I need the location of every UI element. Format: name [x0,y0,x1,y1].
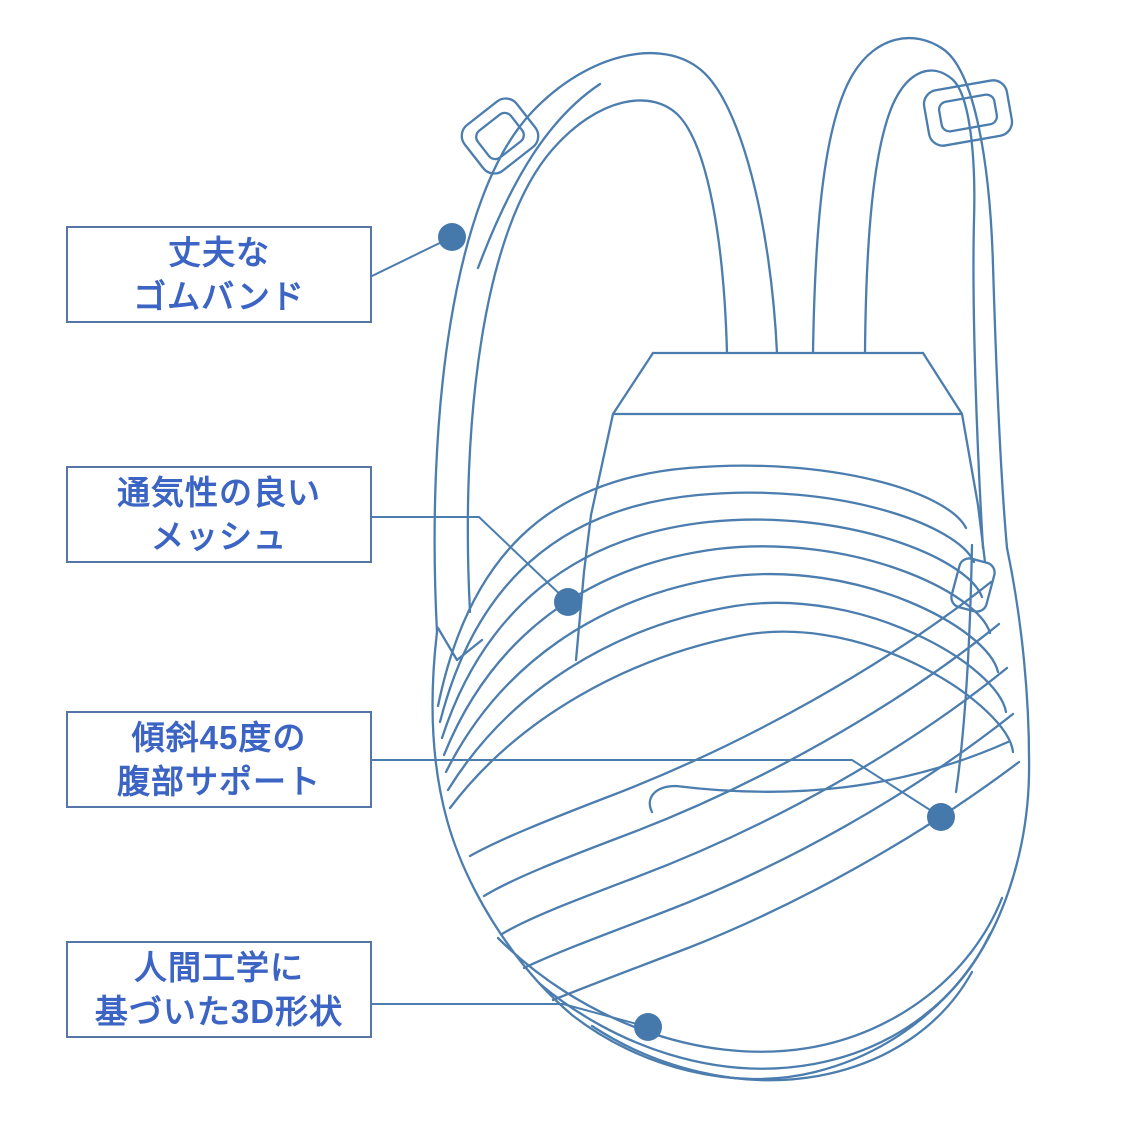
strap-right-outer-edge [863,69,985,550]
label-line: メッシュ [151,517,287,555]
strap-right-tab [950,557,996,613]
belt-pad-top-edge [648,740,1010,814]
strap-left-twist-line [476,82,602,270]
belt-upper-stripe [448,630,1015,810]
strap-left-end-flap [436,626,484,662]
label-line: 傾斜45度の [131,718,307,756]
feature-label-ergonomic-3d-shape: 人間工学に 基づいた3D形状 [66,941,372,1038]
label-line: 丈夫な [168,233,270,271]
strap-left-outer-edge [433,51,779,634]
buckle-right-icon [922,79,1014,147]
marker-dot-3d-shape [634,1013,662,1041]
belt-upper-stripe [440,518,984,740]
label-line: ゴムバンド [133,277,305,315]
strap-right-descender [954,543,974,794]
leader-line-2 [371,516,569,603]
feature-label-elastic-band: 丈夫な ゴムバンド [66,226,372,323]
feature-label-abdominal-support: 傾斜45度の 腹部サポート [66,711,372,808]
leader-lines [371,236,942,1028]
belt-cross-stripe [500,666,1009,936]
marker-dot-mesh [554,588,582,616]
leader-line-3 [371,759,942,818]
shoulder-strap-right [811,36,1009,794]
strap-right-inner-edge [811,36,1009,550]
belt-upper-stripe [442,545,992,757]
strap-left-inner-edge [466,99,729,614]
belt-pad-arc [496,896,1004,1053]
belt-silhouette [431,546,1031,1081]
belt-upper-stripe [438,491,976,724]
belt-upper-stripe [436,464,968,708]
panel-left-edge [574,351,655,662]
feature-label-breathable-mesh: 通気性の良い メッシュ [66,466,372,563]
belt-upper-stripe [444,572,1000,774]
waist-belt [431,464,1031,1082]
belt-cross-stripe [482,622,1001,898]
marker-dot-elastic-band [438,223,466,251]
belt-pad-arc [538,932,992,1070]
marker-dot-abdominal-support [927,803,955,831]
belt-upper-stripe [446,601,1008,792]
label-line: 通気性の良い [117,473,321,511]
label-line: 人間工学に [134,948,304,986]
marker-dots [438,223,955,1041]
belt-cross-stripe [468,580,993,858]
belt-cross-stripe [522,712,1015,970]
leader-line-1 [371,236,453,277]
leader-line-4 [371,1003,649,1028]
shoulder-strap-left [433,51,779,662]
label-line: 腹部サポート [117,762,321,800]
label-line: 基づいた3D形状 [94,992,344,1030]
buckle-left-icon [460,97,540,175]
belt-pad-arc [590,970,974,1082]
